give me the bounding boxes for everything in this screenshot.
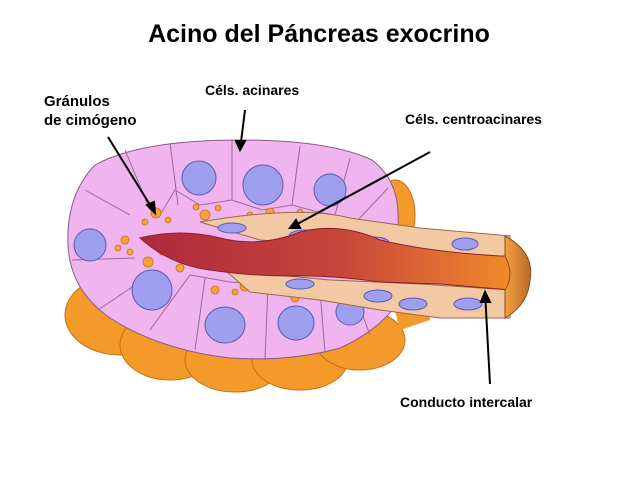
label-centroacinar-cells: Céls. centroacinares bbox=[405, 111, 542, 127]
arrow-conducto bbox=[484, 291, 491, 385]
label-zymogen-line2: de cimógeno bbox=[44, 112, 137, 129]
arrow-centroacinar bbox=[289, 151, 431, 229]
duct-cells bbox=[199, 211, 511, 319]
arrow-zymogen bbox=[107, 136, 156, 214]
duct-end bbox=[504, 235, 532, 319]
acinar-nuclei bbox=[73, 160, 365, 344]
label-acinar-cells: Céls. acinares bbox=[205, 82, 300, 98]
diagram-title: Acino del Páncreas exocrino bbox=[148, 20, 490, 48]
label-zymogen-granules: Gránulos de cimógeno bbox=[44, 92, 137, 130]
acinar-lumen bbox=[138, 227, 511, 291]
label-intercalated-duct: Conducto intercalar bbox=[400, 394, 533, 410]
label-zymogen-line1: Gránulos bbox=[44, 93, 110, 110]
pointer-arrows bbox=[107, 109, 492, 385]
